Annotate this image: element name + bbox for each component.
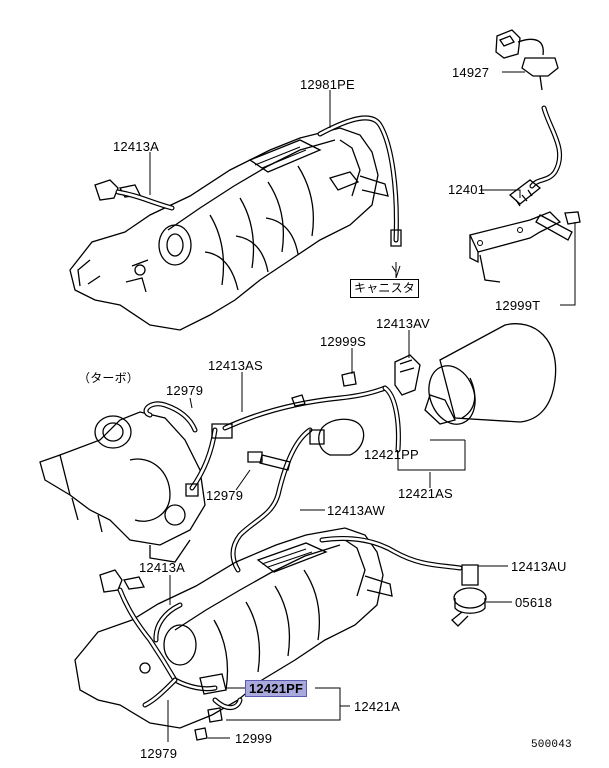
leader-lines — [149, 71, 576, 742]
label-12979-b: 12979 — [206, 488, 244, 503]
label-12413A-mid: 12413A — [139, 560, 186, 575]
label-12981PE: 12981PE — [300, 77, 355, 92]
sensor-14927 — [495, 29, 563, 207]
hose-12979-turbo — [143, 401, 233, 497]
label-12401: 12401 — [448, 182, 486, 197]
canister — [424, 323, 557, 425]
label-05618: 05618 — [515, 595, 553, 610]
bracket-12401 — [469, 211, 581, 283]
label-12421AS: 12421AS — [398, 486, 453, 501]
hose-12413AU — [319, 536, 463, 571]
label-12979-c: 12979 — [140, 746, 178, 761]
turbocharger — [39, 411, 206, 563]
hose-12981PE — [317, 115, 402, 247]
hose-12413AS — [222, 385, 388, 431]
label-12999: 12999 — [235, 731, 273, 746]
cylinder-small-mid — [309, 418, 365, 456]
label-12999S: 12999S — [320, 334, 367, 349]
label-12413A-top: 12413A — [113, 139, 160, 154]
hose-12413A-top — [115, 189, 175, 211]
label-12421PP: 12421PP — [364, 447, 419, 462]
diagram-code: 500043 — [531, 739, 572, 751]
label-12999T: 12999T — [495, 298, 541, 313]
hose-12421PP — [382, 354, 421, 453]
fitting-12999S — [341, 371, 357, 387]
hose-12413AW — [230, 427, 313, 573]
label-canister: キャニスタ — [350, 279, 420, 298]
label-12413AW: 12413AW — [327, 503, 386, 518]
intake-manifold-top — [69, 127, 389, 331]
valve-05618 — [451, 564, 487, 627]
label-12421A: 12421A — [354, 699, 401, 714]
hoses-lower-left — [117, 587, 243, 741]
label-turbo: （ターボ） — [78, 371, 140, 385]
label-12413AU: 12413AU — [511, 559, 567, 574]
label-12421PF-highlighted[interactable]: 12421PF — [245, 680, 308, 697]
label-12413AV: 12413AV — [376, 316, 430, 331]
label-12413AS: 12413AS — [208, 358, 263, 373]
label-14927: 14927 — [452, 65, 490, 80]
intake-manifold-bottom — [74, 527, 393, 729]
label-12979-a: 12979 — [166, 383, 204, 398]
